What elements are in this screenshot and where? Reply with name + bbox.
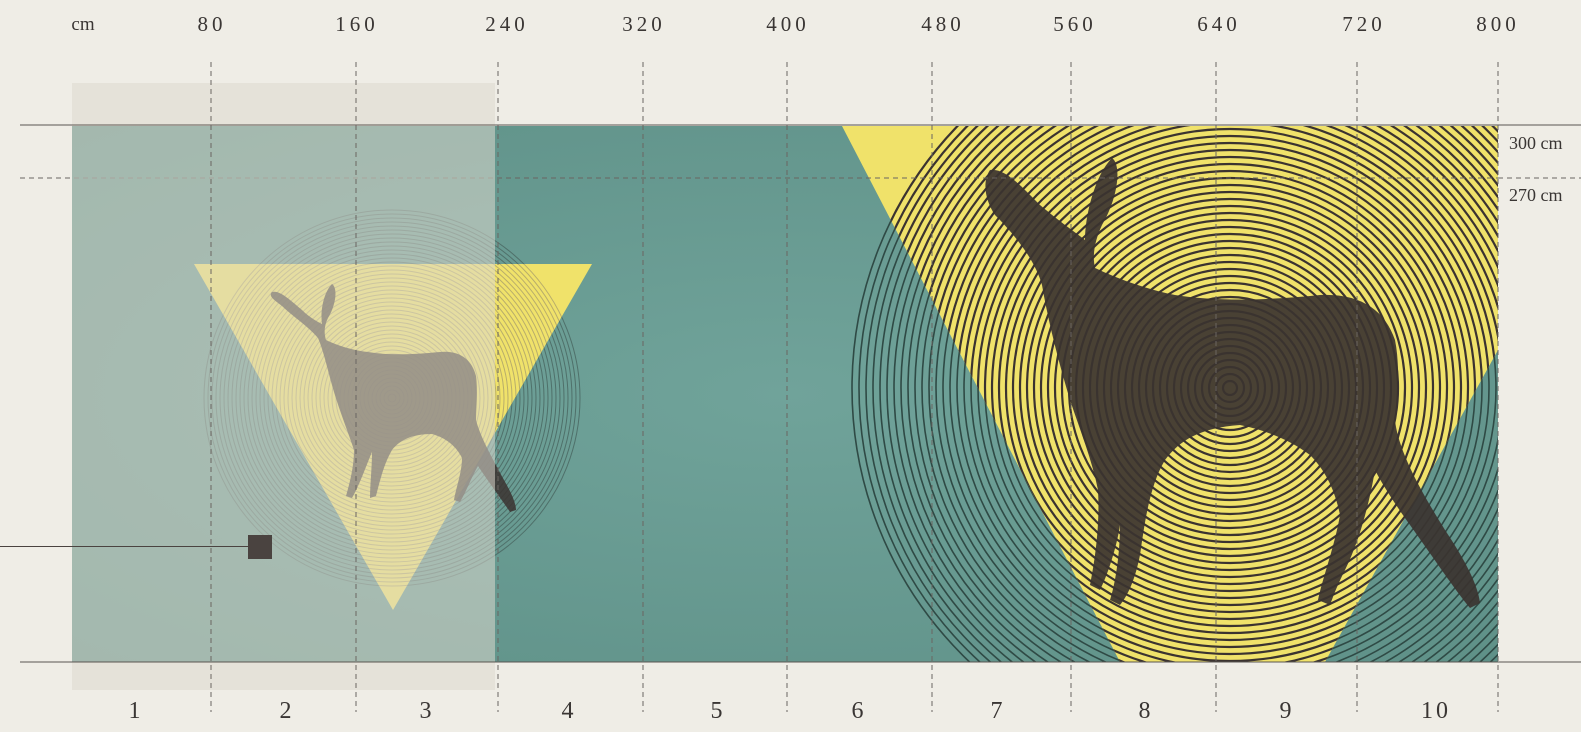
- selection-handle-connector: [0, 546, 250, 547]
- panel-number[interactable]: 3: [419, 698, 435, 724]
- ruler-tick-label: 720: [1342, 12, 1386, 36]
- ruler-tick-label: 640: [1197, 12, 1241, 36]
- ring: [872, 126, 1498, 662]
- panel-number[interactable]: 2: [279, 698, 295, 724]
- panel-number[interactable]: 4: [561, 698, 577, 724]
- panel-selection-overlay[interactable]: [72, 83, 495, 690]
- ring: [1046, 204, 1414, 572]
- ring: [1025, 183, 1435, 593]
- ring: [886, 126, 1498, 662]
- panel-number[interactable]: 8: [1138, 698, 1154, 724]
- ring: [914, 126, 1498, 662]
- ring: [893, 126, 1498, 662]
- panel-separators: [210, 62, 1499, 712]
- ruler-tick-label: 560: [1053, 12, 1097, 36]
- ring: [1032, 190, 1428, 586]
- ruler-tick-label: 80: [197, 12, 227, 36]
- ring: [1011, 169, 1449, 607]
- panel-number[interactable]: 10: [1421, 698, 1451, 724]
- panel-number[interactable]: 1: [128, 698, 144, 724]
- ruler-tick-label: 800: [1476, 12, 1520, 36]
- ring: [928, 126, 1498, 662]
- ring: [1004, 162, 1456, 614]
- ring: [900, 126, 1498, 662]
- panel-number[interactable]: 9: [1279, 698, 1295, 724]
- panel-number[interactable]: 5: [710, 698, 726, 724]
- ruler-tick-label: 400: [766, 12, 810, 36]
- ring: [990, 148, 1470, 628]
- ring: [1053, 211, 1407, 565]
- deer-silhouette-large: [985, 158, 1480, 608]
- ruler-tick-label: 480: [921, 12, 965, 36]
- ring: [907, 126, 1498, 662]
- ruler-tick-label: 240: [485, 12, 529, 36]
- height-300-label: 300 cm: [1509, 133, 1563, 153]
- resize-handle-square-icon[interactable]: [248, 535, 272, 559]
- ring: [921, 126, 1498, 662]
- ring: [879, 126, 1498, 662]
- ruler-unit-label: cm: [71, 14, 95, 35]
- ruler-tick-label: 160: [335, 12, 379, 36]
- ring: [851, 126, 1498, 662]
- ring: [935, 126, 1498, 662]
- ring: [858, 126, 1498, 662]
- height-270-label: 270 cm: [1509, 185, 1563, 205]
- ring: [949, 126, 1498, 662]
- ruler-tick-label: 320: [622, 12, 666, 36]
- ring: [983, 141, 1477, 635]
- ring: [865, 126, 1498, 662]
- panel-number[interactable]: 7: [990, 698, 1006, 724]
- ring: [1039, 197, 1421, 579]
- ring: [942, 126, 1498, 662]
- ring: [997, 155, 1463, 621]
- panel-number[interactable]: 6: [851, 698, 867, 724]
- ring: [1060, 218, 1400, 558]
